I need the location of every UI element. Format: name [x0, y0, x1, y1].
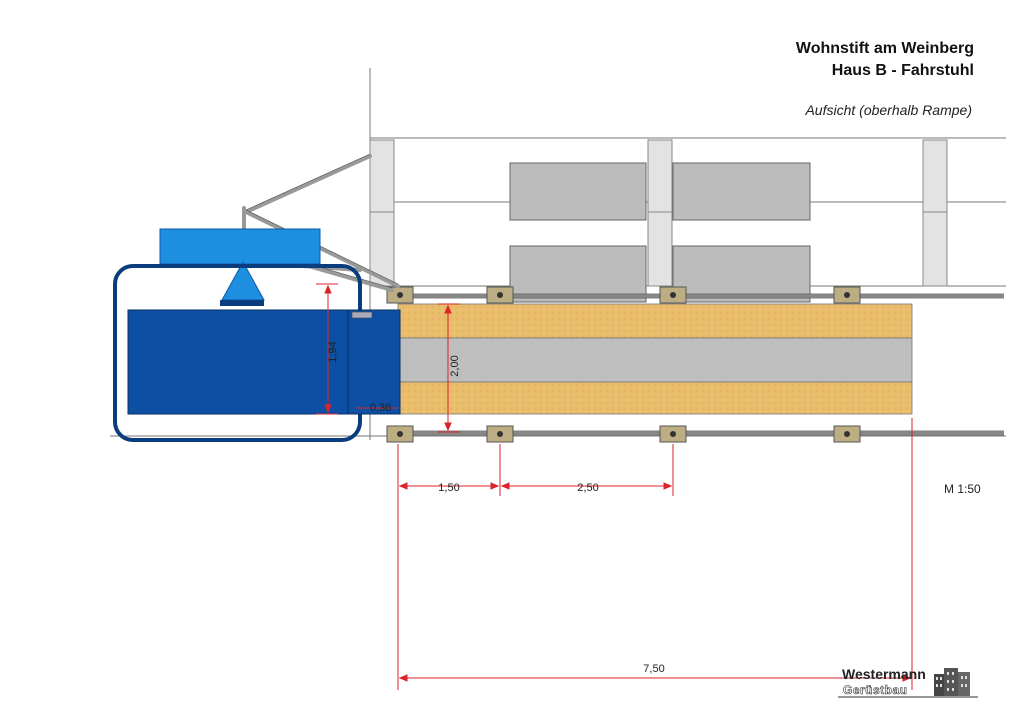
dim-cabin-height: 1,94 — [327, 341, 339, 362]
dim-span-2: 2,50 — [577, 482, 598, 494]
company-logo-name: Westermann — [842, 666, 926, 682]
motor-unit — [159, 228, 321, 265]
scale-label: M 1:50 — [944, 482, 981, 496]
drawing-title: Wohnstift am Weinberg — [795, 40, 974, 57]
base-plates — [386, 286, 861, 443]
concrete-blocks — [509, 162, 811, 303]
elevator-cabin — [127, 309, 401, 415]
company-logo-sub: Gerüstbau — [843, 683, 908, 698]
view-caption: Aufsicht (oberhalb Rampe) — [805, 102, 972, 118]
company-logo-building-icon — [838, 668, 978, 698]
ramp — [397, 303, 913, 415]
dim-ramp-width: 2,00 — [449, 355, 461, 376]
columns — [369, 139, 948, 287]
drawing-subtitle: Haus B - Fahrstuhl — [831, 62, 974, 79]
dimension-lines — [316, 283, 913, 690]
dim-span-1: 1,50 — [438, 482, 459, 494]
dim-gap: 0,36 — [370, 402, 391, 414]
dim-total: 7,50 — [643, 663, 664, 675]
